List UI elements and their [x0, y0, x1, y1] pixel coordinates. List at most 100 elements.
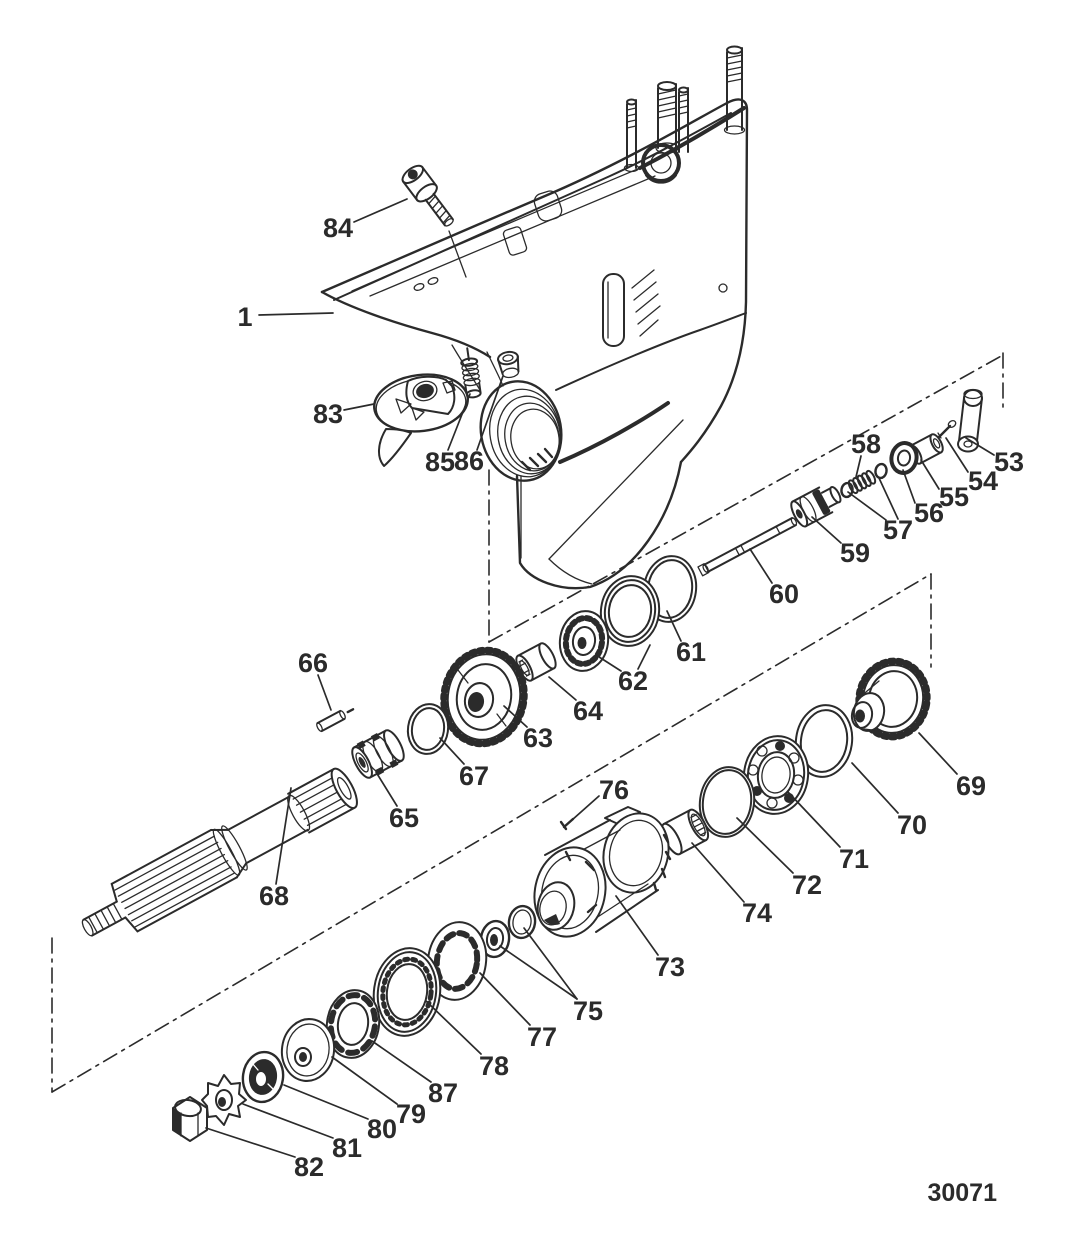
callout-leader-74	[691, 842, 745, 903]
callout-75: 75	[573, 996, 603, 1026]
callout-leader-67	[439, 737, 465, 765]
shift-linkage-row	[697, 388, 983, 577]
callout-leader-57	[878, 477, 899, 520]
callout-leader-87	[371, 1040, 432, 1083]
callout-72: 72	[792, 870, 822, 900]
callout-leader-59	[811, 516, 842, 544]
callout-leader-54	[945, 437, 969, 473]
callout-leader-72	[736, 817, 794, 874]
callout-leader-62	[637, 644, 651, 670]
callout-77: 77	[527, 1022, 557, 1052]
part-63-forward-gear-drawing	[440, 646, 528, 748]
part-81-tab-washer-drawing	[201, 1074, 247, 1126]
callout-68: 68	[259, 881, 289, 911]
callout-leader-73	[615, 895, 659, 956]
part-60-shift-shaft-drawing	[697, 517, 798, 577]
part-58-spring-drawing	[847, 469, 877, 495]
callout-56: 56	[914, 498, 944, 528]
part-70-thrust-ring-drawing	[794, 704, 854, 778]
part-73-bearing-carrier-drawing	[533, 806, 672, 938]
callout-leader-68	[275, 787, 292, 885]
callout-leader-77	[479, 972, 531, 1026]
driveline-row-upper	[81, 555, 698, 937]
callout-58: 58	[851, 429, 881, 459]
part-80-retainer-drawing	[241, 1050, 285, 1104]
part-56-bushing-drawing	[889, 441, 919, 475]
part-67-ring-drawing	[406, 703, 450, 755]
callout-leader-84	[353, 198, 408, 223]
callout-70: 70	[897, 810, 927, 840]
callout-leader-71	[787, 791, 841, 848]
callout-leader-57	[847, 491, 887, 521]
callout-84: 84	[323, 213, 353, 243]
callout-57: 57	[883, 515, 913, 545]
callout-leader-85	[447, 393, 471, 451]
callout-53: 53	[994, 447, 1024, 477]
construction-lines	[51, 352, 1004, 1093]
part-68-propeller-shaft-drawing	[81, 767, 358, 937]
callout-87: 87	[428, 1078, 458, 1108]
callout-leader-83	[343, 403, 375, 411]
callout-leader-75	[523, 927, 578, 1000]
part-69-reverse-gear-drawing	[850, 657, 931, 741]
callout-62: 62	[618, 666, 648, 696]
callout-leader-65	[375, 771, 398, 807]
callout-66: 66	[298, 648, 328, 678]
gear-housing-drawing	[320, 45, 749, 590]
callout-81: 81	[332, 1133, 362, 1163]
part-82-hex-nut-drawing	[172, 1096, 208, 1142]
callout-61: 61	[676, 637, 706, 667]
callout-1: 1	[237, 302, 252, 332]
callout-76: 76	[599, 775, 629, 805]
callout-leader-60	[749, 548, 773, 584]
callout-leader-76	[571, 795, 600, 821]
callout-71: 71	[839, 844, 869, 874]
part-76-pin-drawing	[559, 817, 575, 831]
callout-leader-64	[548, 676, 577, 701]
part-86-plug-drawing	[497, 350, 520, 379]
callout-leader-55	[920, 459, 940, 490]
callout-leader-86	[476, 375, 504, 451]
callout-leader-75	[499, 945, 578, 1000]
callout-leader-80	[283, 1084, 369, 1120]
callout-leader-63	[503, 705, 528, 728]
callout-leader-61	[666, 610, 682, 642]
callout-leader-1	[258, 312, 334, 316]
callout-leader-66	[317, 674, 332, 711]
stud-bolts	[623, 45, 746, 173]
drawing-number: 30071	[927, 1179, 997, 1207]
callout-63: 63	[523, 723, 553, 753]
callout-74: 74	[742, 898, 772, 928]
part-59-shift-cam-drawing	[790, 485, 842, 528]
part-79-washer-drawing	[280, 1018, 336, 1082]
callout-73: 73	[655, 952, 685, 982]
callout-leader-81	[242, 1103, 334, 1139]
callout-83: 83	[313, 399, 343, 429]
callout-79: 79	[396, 1099, 426, 1129]
part-83-propeller-drawing	[373, 373, 469, 467]
callout-leader-82	[205, 1127, 296, 1158]
part-72-oring-drawing	[698, 766, 756, 838]
callout-85: 85	[425, 447, 455, 477]
callout-54: 54	[968, 466, 998, 496]
callout-leader-58	[855, 455, 862, 478]
part-66-pin-drawing	[316, 708, 355, 733]
part-78-spline-ring-drawing	[372, 947, 442, 1037]
callout-59: 59	[840, 538, 870, 568]
callout-65: 65	[389, 803, 419, 833]
callout-69: 69	[956, 771, 986, 801]
callout-80: 80	[367, 1114, 397, 1144]
callout-78: 78	[479, 1051, 509, 1081]
callout-leader-69	[918, 732, 958, 775]
part-87-wave-washer-drawing	[325, 989, 381, 1059]
part-71-ball-bearing-drawing	[742, 735, 810, 815]
part-84-bolt-drawing	[401, 164, 454, 227]
part-53-link-drawing	[957, 388, 983, 453]
callout-leader-53	[965, 437, 995, 456]
driveline-row-lower	[172, 657, 931, 1142]
callout-55: 55	[939, 482, 969, 512]
callout-67: 67	[459, 761, 489, 791]
